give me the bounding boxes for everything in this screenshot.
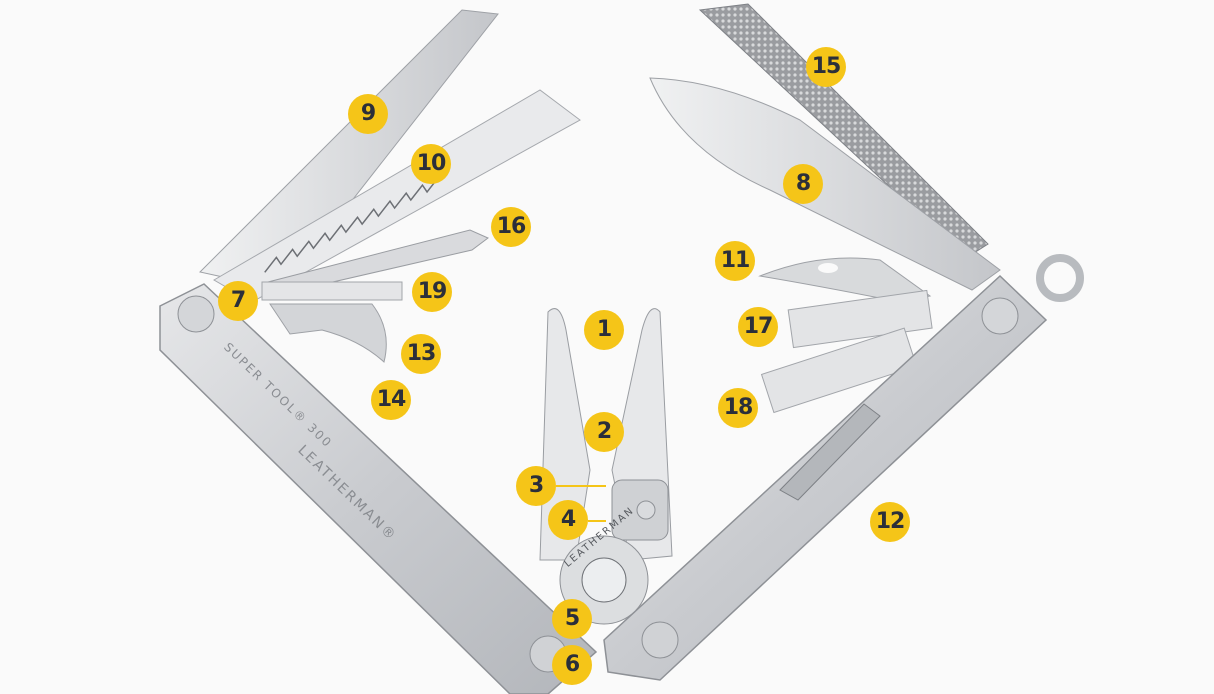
lanyard-ring [1036,254,1084,302]
callout-3-leader [556,485,606,487]
left-pivot-knob [177,295,215,333]
callout-badge-17: 17 [738,307,778,347]
callout-badge-8: 8 [783,164,823,204]
callout-badge-16: 16 [491,207,531,247]
pliers [539,308,673,625]
callout-badge-11: 11 [715,241,755,281]
callout-badge-15: 15 [806,47,846,87]
callout-badge-9: 9 [348,94,388,134]
callout-badge-7: 7 [218,281,258,321]
diamond-file [698,3,989,259]
callout-badge-6: 6 [552,645,592,685]
callout-badge-2: 2 [584,412,624,452]
flat-screwdriver [261,281,403,301]
medium-screwdriver [787,289,933,349]
right-tools [603,3,1084,681]
callout-badge-5: 5 [552,599,592,639]
left-handle [159,283,598,694]
callout-badge-10: 10 [411,144,451,184]
callout-badge-18: 18 [718,388,758,428]
scissors [758,257,932,303]
straight-knife [649,77,1001,291]
can-opener [269,303,387,363]
callout-badge-13: 13 [401,334,441,374]
callout-4-leader [588,520,606,522]
callout-badge-14: 14 [371,380,411,420]
large-screwdriver [760,327,918,414]
callout-badge-3: 3 [516,466,556,506]
callout-badge-4: 4 [548,500,588,540]
right-pivot-knob [981,297,1019,335]
left-tools [159,9,598,694]
right-handle [603,274,1048,681]
callout-badge-19: 19 [412,272,452,312]
callout-badge-12: 12 [870,502,910,542]
callout-badge-1: 1 [584,310,624,350]
